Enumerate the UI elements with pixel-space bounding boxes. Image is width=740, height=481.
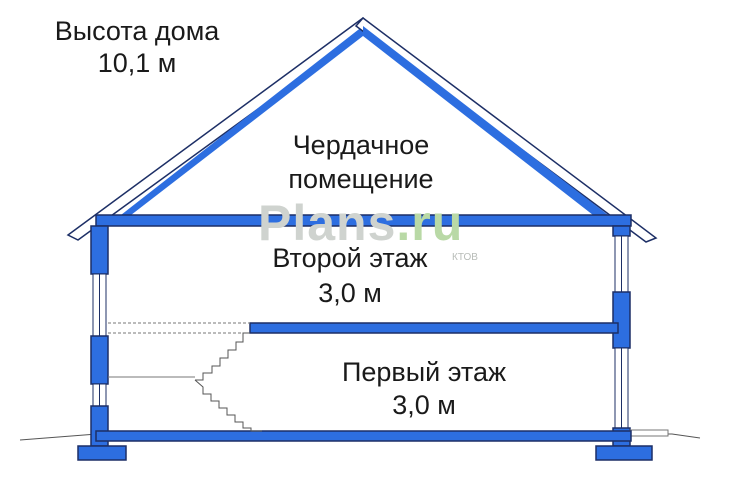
first-floor-height: 3,0 м bbox=[392, 390, 456, 420]
watermark-logo: Plans.ru bbox=[258, 198, 463, 248]
right-foundation bbox=[595, 445, 653, 461]
left-wall-upper bbox=[90, 225, 109, 275]
right-porch-step bbox=[629, 429, 669, 437]
roof-right-slope bbox=[354, 16, 658, 243]
second-floor-name: Второй этаж bbox=[272, 243, 428, 273]
attic-label-line2: помещение bbox=[288, 164, 434, 194]
house-height-title: Высота дома bbox=[54, 16, 220, 46]
roof-left-fill bbox=[112, 26, 363, 222]
first-floor-slab bbox=[95, 430, 632, 442]
ground-line-left bbox=[19, 433, 98, 441]
first-floor-name: Первый этаж bbox=[341, 357, 507, 387]
staircase-upper-flight bbox=[195, 332, 250, 381]
left-foundation bbox=[77, 445, 127, 461]
right-wall-middle bbox=[612, 291, 631, 349]
house-height-value: 10,1 м bbox=[97, 48, 177, 78]
watermark-part2: .ru bbox=[396, 195, 464, 251]
second-floor-height: 3,0 м bbox=[318, 278, 382, 308]
attic-floor-slab bbox=[95, 214, 632, 227]
roof-right-fill bbox=[363, 26, 612, 222]
watermark-tagline: КТОВ bbox=[452, 252, 478, 263]
right-wall-top bbox=[612, 225, 631, 237]
staircase-lower-flight bbox=[194, 379, 262, 432]
second-floor-slab bbox=[249, 322, 619, 334]
attic-label-line1: Чердачное bbox=[292, 130, 430, 160]
left-wall-middle bbox=[90, 335, 109, 385]
watermark-part1: Plans bbox=[258, 195, 397, 251]
